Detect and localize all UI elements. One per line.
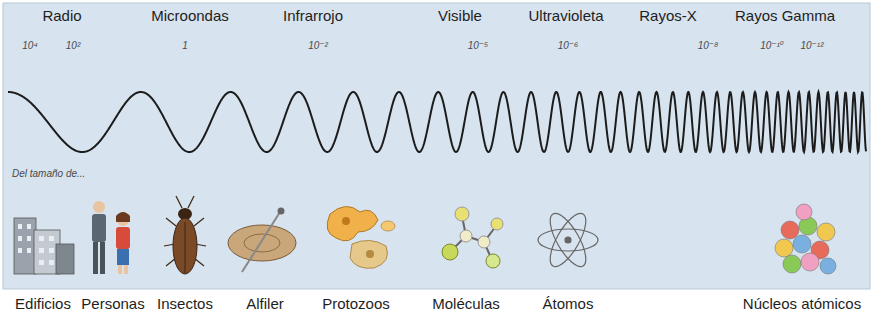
buildings-icon <box>14 218 74 274</box>
band-name: Rayos Gamma <box>735 8 835 25</box>
scale-object: Insectos <box>157 296 213 313</box>
wavelength-value: 10⁻⁶ <box>558 40 579 51</box>
molecule-icon <box>442 207 503 268</box>
insect-icon <box>164 196 206 274</box>
wavelength-value: 10⁻¹⁰ <box>760 40 784 51</box>
wave <box>8 92 866 152</box>
panel <box>3 3 870 289</box>
scale-object: Protozoos <box>322 296 390 313</box>
band-name: Microondas <box>151 8 229 25</box>
scale-object: Átomos <box>543 296 594 313</box>
pin-icon <box>228 208 296 273</box>
wavelength-value: 10⁻¹² <box>800 40 823 51</box>
size-note: Del tamaño de... <box>12 168 85 179</box>
wavelength-value: 1 <box>182 40 188 51</box>
band-name: Visible <box>438 8 482 25</box>
band-name: Radio <box>42 8 81 25</box>
wavelength-value: 10⁻² <box>308 40 328 51</box>
people-icon <box>92 201 130 274</box>
protozoa-icon <box>327 206 395 268</box>
scale-object: Alfiler <box>246 296 284 313</box>
nucleus-icon <box>775 204 836 274</box>
band-name: Ultravioleta <box>528 8 603 25</box>
wavelength-value: 10⁻⁸ <box>698 40 719 51</box>
scale-object: Moléculas <box>432 296 500 313</box>
scale-object: Edificios <box>15 296 71 313</box>
scale-object: Personas <box>81 296 144 313</box>
wavelength-value: 10⁴ <box>22 40 37 51</box>
wavelength-value: 10⁻⁵ <box>468 40 489 51</box>
wavelength-value: 10² <box>66 40 80 51</box>
band-name: Infrarrojo <box>283 8 343 25</box>
atom-icon <box>538 209 598 272</box>
band-name: Rayos-X <box>639 8 697 25</box>
scale-object: Núcleos atómicos <box>743 296 861 313</box>
